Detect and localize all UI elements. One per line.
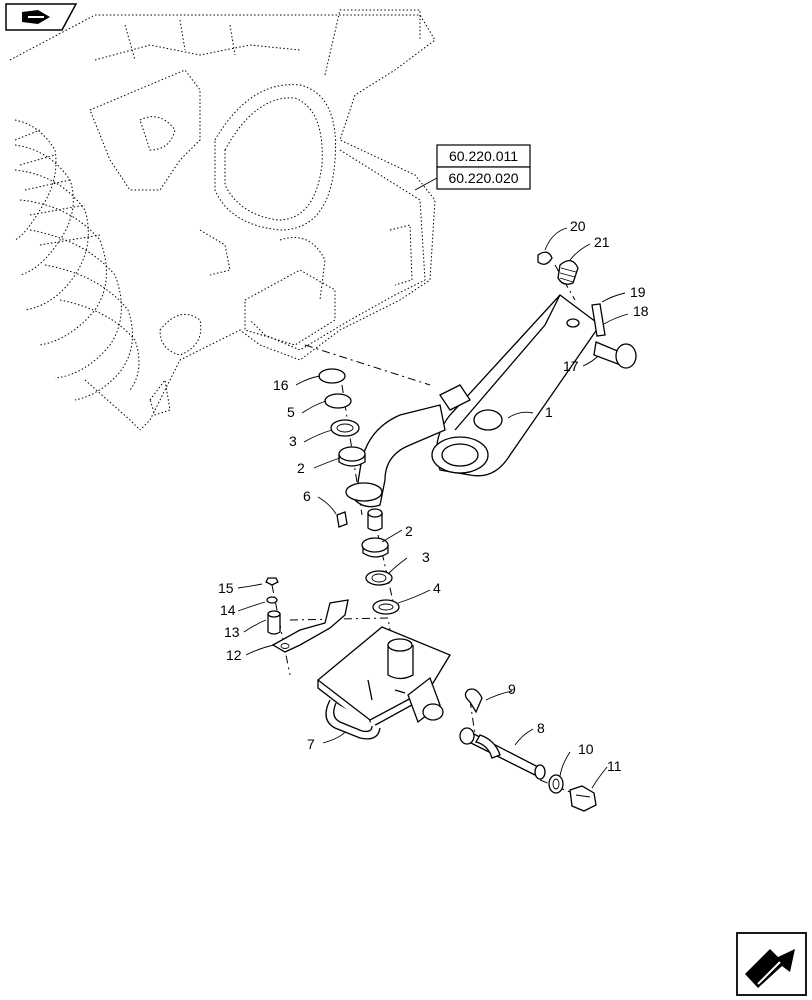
- callout-leaders: [237, 227, 629, 789]
- lock-plate-assembly: [265, 577, 349, 653]
- callout-15: 15: [218, 580, 234, 596]
- callout-5: 5: [287, 404, 295, 420]
- callout-8: 8: [537, 720, 545, 736]
- drawbar-pin: [367, 508, 383, 532]
- callout-numbers: 1 2 2 3 3 4 5 6 7 8 9 10 11 12 13 14 15 …: [218, 218, 649, 774]
- callout-3: 3: [289, 433, 297, 449]
- next-page-icon[interactable]: [736, 932, 807, 996]
- callout-14: 14: [220, 602, 236, 618]
- callout-10: 10: [578, 741, 594, 757]
- callout-6: 6: [303, 488, 311, 504]
- callout-4: 4: [433, 580, 441, 596]
- callout-18: 18: [633, 303, 649, 319]
- hitch-pin-assembly: [459, 688, 597, 812]
- previous-page-icon[interactable]: [5, 3, 78, 31]
- callout-21: 21: [594, 234, 610, 250]
- callout-16: 16: [273, 377, 289, 393]
- reference-box-1[interactable]: 60.220.011: [436, 144, 531, 168]
- callout-17: 17: [563, 358, 579, 374]
- clevis-bracket-part: [316, 626, 451, 740]
- callout-20: 20: [570, 218, 586, 234]
- lower-bushing-stack: [361, 537, 400, 615]
- callout-9: 9: [508, 681, 516, 697]
- callout-2: 2: [297, 460, 305, 476]
- reference-box-2[interactable]: 60.220.020: [436, 166, 531, 190]
- callout-1: 1: [545, 404, 553, 420]
- callout-7: 7: [307, 736, 315, 752]
- callout-11: 11: [607, 758, 622, 774]
- callout-3: 3: [422, 549, 430, 565]
- drawbar-part: [345, 294, 601, 508]
- callout-19: 19: [630, 284, 646, 300]
- callout-13: 13: [224, 624, 240, 640]
- reference-leader: [414, 177, 438, 191]
- machine-frame: [9, 9, 436, 431]
- grease-nipple-part: [336, 511, 348, 528]
- upper-bushing-stack: [318, 368, 366, 467]
- reference-label: 60.220.011: [449, 148, 518, 164]
- callout-12: 12: [226, 647, 242, 663]
- callout-2: 2: [405, 523, 413, 539]
- reference-label: 60.220.020: [448, 170, 518, 186]
- latch-pin-assembly: [537, 251, 637, 369]
